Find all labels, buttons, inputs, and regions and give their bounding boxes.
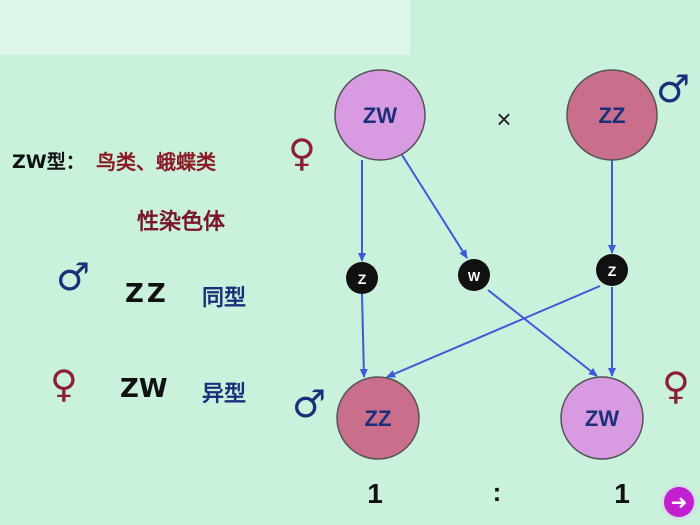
offspring-female-label: ZW (585, 406, 619, 431)
male-desc: 同型 (202, 286, 247, 311)
parent-male-circle (566, 69, 658, 161)
ratio-left: 1 (367, 478, 383, 509)
arrow (401, 154, 468, 259)
arrow-right-icon: ➜ (670, 490, 688, 514)
gamete-label: Z (608, 263, 617, 279)
offspring-female-circle (560, 376, 644, 460)
arrow (386, 285, 601, 378)
gamete-circle (346, 262, 378, 294)
gamete-label: W (468, 269, 481, 284)
sex-chromosome-heading: 性染色体 (137, 210, 226, 235)
female-genotype: ZW (120, 374, 168, 404)
cross-sign: × (496, 104, 511, 134)
male-symbol-icon: ♂ (292, 382, 327, 426)
male-symbol-icon: ♂ (56, 255, 91, 299)
arrow (487, 289, 598, 377)
male-genotype: ZZ (125, 279, 169, 309)
female-symbol-icon: ♀ (50, 362, 78, 406)
gamete-circle (596, 254, 628, 286)
female-desc: 异型 (202, 382, 247, 407)
female-symbol-icon: ♀ (288, 131, 316, 175)
ratio-separator: : (493, 477, 502, 507)
parent-female-circle (334, 69, 426, 161)
arrow (359, 293, 368, 378)
male-symbol-icon: ♂ (656, 67, 691, 111)
female-symbol-icon: ♀ (662, 364, 690, 408)
zw-type-label: ZW型： (12, 151, 85, 173)
offspring-male-label: ZZ (365, 406, 392, 431)
zw-type-species: 鸟类、蛾蝶类 (96, 150, 216, 174)
next-slide-button[interactable]: ➜ (664, 487, 694, 517)
parent-male-label: ZZ (599, 103, 626, 128)
gamete-label: Z (358, 271, 367, 287)
gamete-circle (458, 259, 490, 291)
parent-female-label: ZW (363, 103, 397, 128)
ratio-right: 1 (614, 478, 630, 509)
slide-header-band (0, 0, 410, 55)
offspring-male-circle (336, 376, 420, 460)
